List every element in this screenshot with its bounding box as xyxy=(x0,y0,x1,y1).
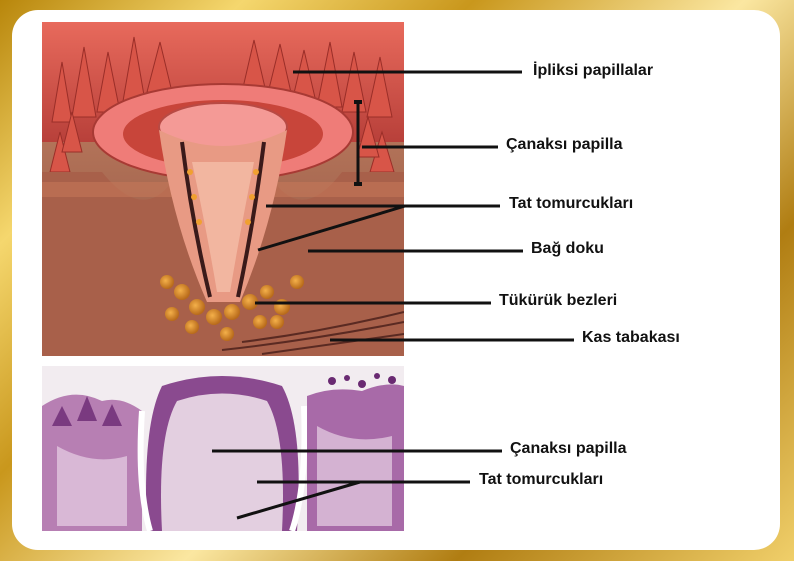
label-taste-buds: Tat tomurcukları xyxy=(509,195,633,213)
label-vallate-papilla: Çanaksı papilla xyxy=(506,136,623,154)
label-filiform-papillae: İpliksi papillalar xyxy=(533,62,653,80)
vallate-papilla-illustration xyxy=(42,22,404,356)
label-connective-tissue: Bağ doku xyxy=(531,240,604,258)
label-histology-taste-buds: Tat tomurcukları xyxy=(479,471,603,489)
label-salivary-glands: Tükürük bezleri xyxy=(499,292,617,310)
label-muscle-layer: Kas tabakası xyxy=(582,329,680,347)
histology-micrograph xyxy=(42,366,404,531)
label-histology-vallate-papilla: Çanaksı papilla xyxy=(510,440,627,458)
